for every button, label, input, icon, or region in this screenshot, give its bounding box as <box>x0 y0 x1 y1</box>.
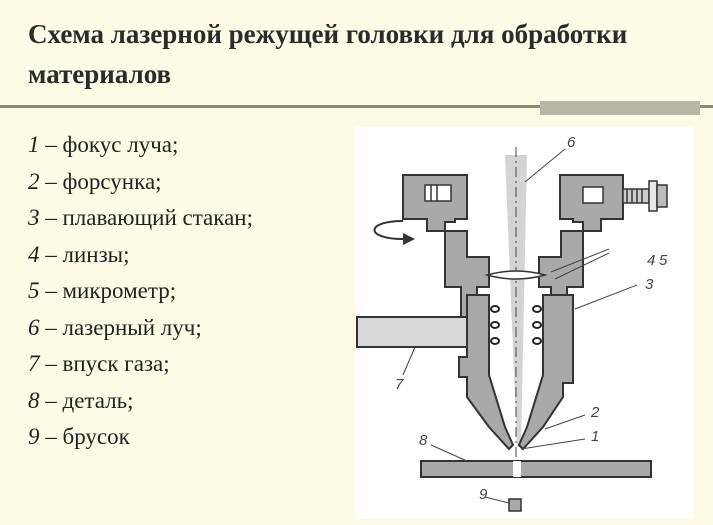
legend-item: 2 – форсунка; <box>28 168 162 194</box>
rotation-arrow <box>373 220 404 240</box>
nozzle-right <box>517 294 574 451</box>
legend-item: 5 – микрометр; <box>28 278 177 303</box>
nozzle-left <box>458 294 515 451</box>
label-3: 3 <box>645 276 654 293</box>
legend-item: 8 – деталь; <box>28 387 134 413</box>
legend-item: 3 – плавающий стакан; <box>28 205 254 230</box>
legend-item: 6 – лазерный луч; <box>28 314 202 340</box>
floating-cup-left <box>444 230 490 324</box>
label-2: 2 <box>590 404 600 421</box>
label-5: 5 <box>659 252 668 269</box>
legend-item: 9 – брусок <box>28 424 130 449</box>
slide-title: Схема лазерной режущей головки для обраб… <box>28 19 628 89</box>
workpiece <box>420 460 652 478</box>
laser-head-diagram: 6 4 5 3 7 2 1 8 9 <box>355 127 693 519</box>
title-divider-accent <box>540 101 700 115</box>
label-8: 8 <box>419 432 428 449</box>
lens <box>484 270 548 280</box>
legend-item: 4 – линзы; <box>28 241 130 267</box>
label-1: 1 <box>591 428 599 445</box>
label-9: 9 <box>479 486 488 503</box>
label-4: 4 <box>647 252 655 269</box>
gas-coils <box>490 305 542 345</box>
legend-list: 1 – фокус луча; 2 – форсунка; 3 – плаваю… <box>28 127 253 456</box>
gas-inlet-pipe <box>356 316 468 348</box>
bar-block <box>508 498 522 512</box>
head-left-body <box>402 174 468 232</box>
title-divider <box>0 105 713 108</box>
legend-item: 1 – фокус луча; <box>28 132 179 157</box>
label-7: 7 <box>395 376 404 393</box>
label-6: 6 <box>567 134 576 151</box>
micrometer <box>622 180 668 212</box>
legend-item: 7 – впуск газа; <box>28 351 170 376</box>
